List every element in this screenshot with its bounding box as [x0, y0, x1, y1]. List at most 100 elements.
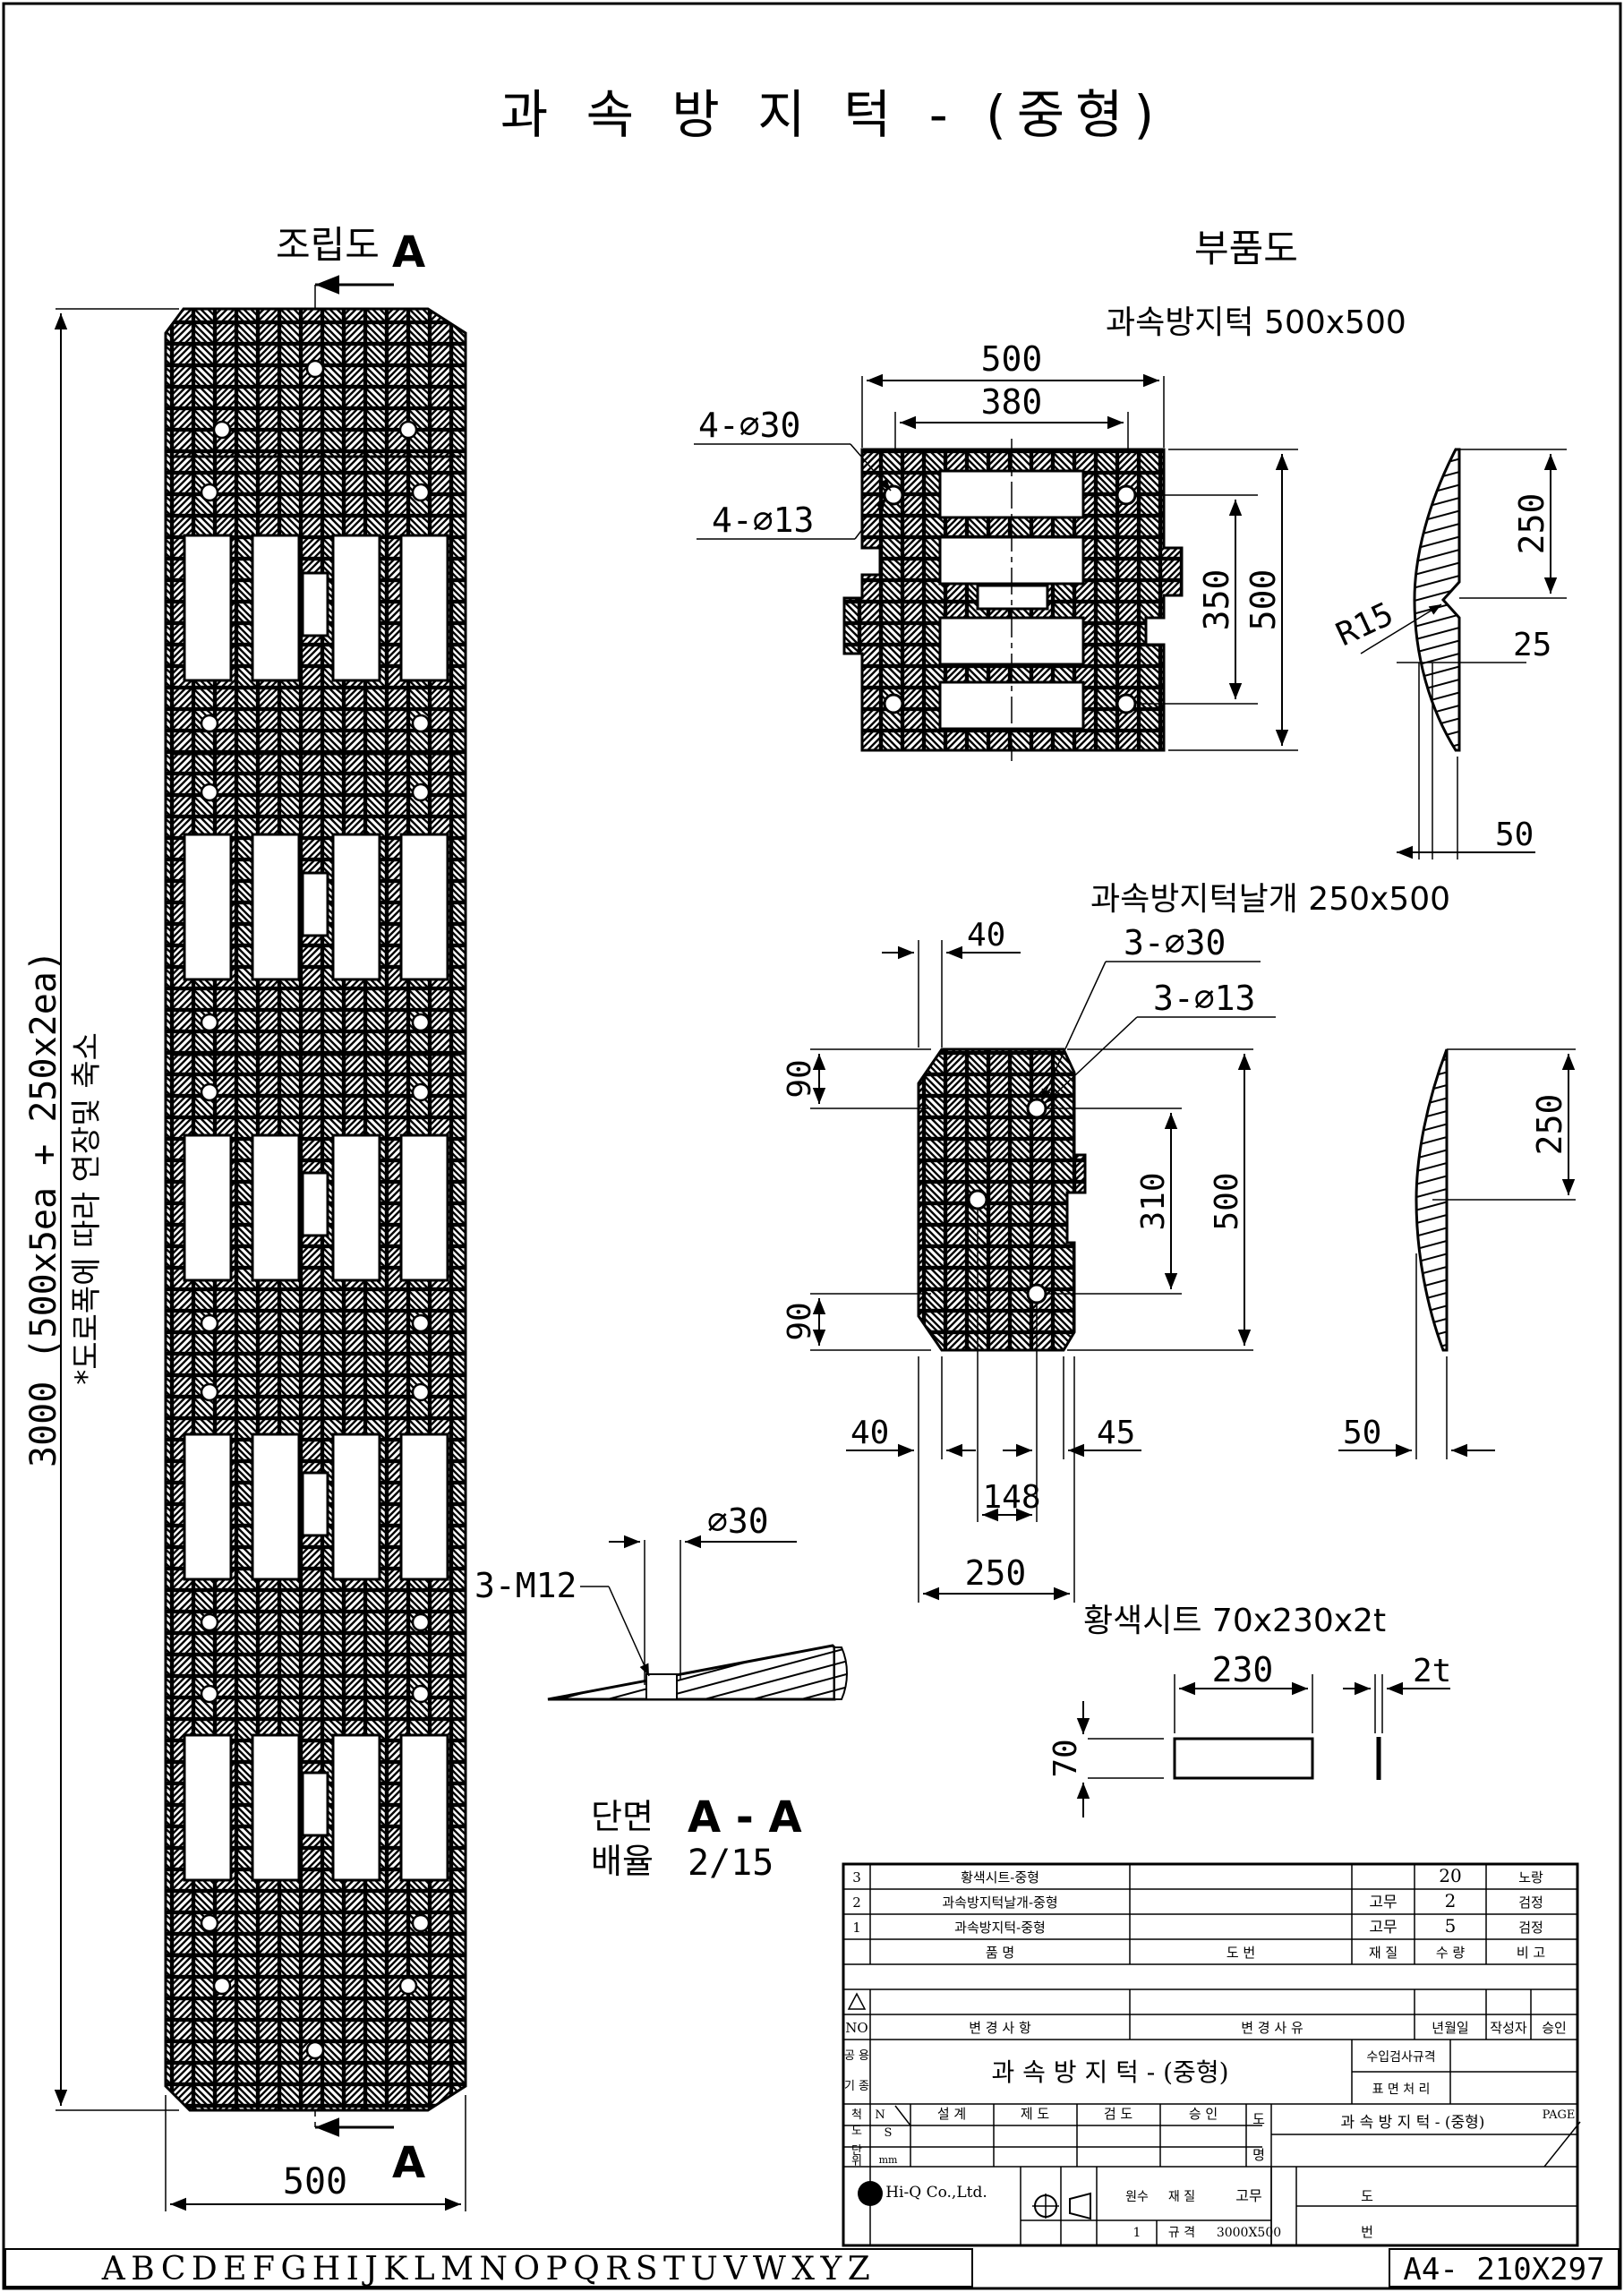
bom-row-qty: 20 [1439, 1865, 1461, 1886]
section-label: 단면 [591, 1797, 654, 1836]
bom-row-remark: 노랑 [1518, 1869, 1543, 1886]
part2-hole-30: 3-∅30 [1124, 923, 1226, 962]
material-label: 재 질 [1168, 2190, 1195, 2204]
part1-dim-500-top: 500 [981, 339, 1043, 379]
bom-row-material: 고무 [1369, 1894, 1397, 1911]
sign-design: 설 계 [937, 2106, 966, 2122]
part2-dim-40-bottom: 40 [850, 1415, 889, 1451]
part1-dim-25: 25 [1513, 627, 1551, 663]
extension-note: *도로폭에 따라 연장및 축소 [69, 1032, 105, 1385]
inspection-label: 수입검사규격 [1366, 2050, 1435, 2065]
scale-cell-1: 척 [851, 2108, 862, 2122]
original-qty: 1 [1133, 2226, 1141, 2240]
part2-name: 과속방지턱날개 250x500 [1090, 881, 1450, 918]
part1-hole-13: 4-∅13 [712, 500, 814, 540]
north-south-n: N [875, 2108, 885, 2122]
spec-value: 3000X500 [1217, 2226, 1281, 2240]
part2-dim-45: 45 [1097, 1415, 1135, 1451]
section-mark-top: A [392, 227, 425, 278]
part2-dim-250: 250 [965, 1553, 1027, 1593]
sheet-size: A4- 210X297 [1403, 2252, 1604, 2288]
width-dim: 500 [283, 2161, 347, 2202]
common-label-1: 공 용 [844, 2049, 869, 2063]
part3-dim-70: 70 [1047, 1739, 1084, 1777]
assembly-label: 조립도 [276, 223, 380, 267]
north-south-s: S [885, 2126, 893, 2140]
bom-row-name: 과속방지턱-중형 [954, 1920, 1046, 1936]
company-name: Hi-Q Co.,Ltd. [885, 2184, 987, 2202]
bom-row-remark: 검정 [1518, 1894, 1543, 1911]
part2-dim-310: 310 [1135, 1172, 1172, 1230]
part1-dim-500-side: 500 [1244, 569, 1283, 631]
section-name: A - A [688, 1792, 802, 1843]
sign-draft: 제 도 [1021, 2106, 1050, 2122]
rev-header-reason: 변 경 사 유 [1241, 2020, 1303, 2036]
part2-dim-40-top: 40 [967, 917, 1005, 954]
page-label: PAGE [1543, 2108, 1576, 2122]
rev-header-no: NO [845, 2020, 868, 2036]
drawing-name-label-2: 명 [1252, 2147, 1265, 2163]
bom-row-qty: 5 [1445, 1915, 1457, 1937]
bom-header-qty: 수 량 [1436, 1945, 1466, 1961]
bom-header-name: 품 명 [986, 1945, 1014, 1961]
bom-header-drawing-no: 도 번 [1227, 1945, 1255, 1961]
bom-row-remark: 검정 [1518, 1920, 1543, 1936]
title-block [842, 1862, 1581, 2247]
part2-dim-148: 148 [982, 1479, 1040, 1516]
part1-dim-350: 350 [1197, 569, 1236, 631]
drawing-title: 과 속 방 지 턱 - (중형) [500, 84, 1165, 145]
part3-view: 황색시트 70x230x2t 230 70 2t [1047, 1603, 1451, 1817]
part1-view: 과속방지턱 500x500 500 380 4-∅30 4-∅13 [694, 304, 1567, 860]
drawing-no-label-1: 도 [1361, 2188, 1373, 2204]
assembly-view: 조립도 A [23, 223, 467, 2211]
common-label-2: 기 종 [844, 2080, 869, 2093]
part1-hole-30: 4-∅30 [698, 406, 800, 445]
part1-dim-r15: R15 [1330, 596, 1398, 654]
part1-dim-50: 50 [1495, 817, 1534, 853]
bom-row-qty: 2 [1445, 1890, 1457, 1911]
drawing-no-label-2: 번 [1361, 2224, 1373, 2240]
section-mark-bottom: A [392, 2138, 425, 2188]
parts-label: 부품도 [1194, 227, 1298, 270]
part1-name: 과속방지턱 500x500 [1106, 304, 1406, 341]
part2-side-dim-250: 250 [1530, 1094, 1569, 1156]
drawing-name-label-1: 도 [1252, 2111, 1265, 2127]
bom-row-no: 2 [852, 1894, 861, 1911]
part2-hole-13: 3-∅13 [1153, 979, 1255, 1018]
overall-length-dim: 3000 (500x5ea + 250x2ea) [23, 950, 64, 1467]
unit-cell-1: 단 [851, 2144, 862, 2158]
sign-check: 검 도 [1104, 2106, 1133, 2122]
rev-header-author: 작성자 [1490, 2020, 1527, 2036]
part3-dim-230: 230 [1212, 1650, 1274, 1689]
unit-cell-2: 위 [851, 2155, 862, 2168]
part2-dim-500: 500 [1209, 1172, 1245, 1230]
product-title: 과 속 방 지 턱 - (중형) [991, 2057, 1228, 2087]
bom-row-material: 고무 [1369, 1919, 1397, 1937]
bom-row-no: 1 [852, 1920, 861, 1936]
part3-dim-2t: 2t [1413, 1653, 1451, 1689]
part2-side-dim-50: 50 [1343, 1415, 1381, 1451]
part2-dim-90-bottom: 90 [782, 1302, 818, 1340]
bom-table: 3 황색시트-중형 20 노랑 2 과속방지턱날개-중형 고무 2 검정 1 과… [844, 1865, 1575, 2240]
bom-header-material: 재 질 [1369, 1945, 1397, 1961]
bom-row-name: 과속방지턱날개-중형 [942, 1894, 1057, 1911]
rev-header-date: 년월일 [1432, 2020, 1468, 2036]
rev-header-approve: 승인 [1542, 2020, 1567, 2036]
scale-label: 배율 [591, 1842, 654, 1881]
part2-dim-90-top: 90 [782, 1059, 818, 1098]
scale-value: 2/15 [688, 1843, 774, 1884]
rev-header-item: 변 경 사 항 [969, 2020, 1031, 2036]
spec-label: 규 격 [1168, 2226, 1195, 2240]
sign-approve: 승 인 [1189, 2106, 1218, 2122]
original-qty-label: 원수 [1125, 2190, 1149, 2204]
section-bolt-label: 3-M12 [474, 1566, 577, 1605]
unit-value: mm [879, 2154, 898, 2166]
bom-row-name: 황색시트-중형 [961, 1869, 1039, 1886]
drawing-name: 과 속 방 지 턱 - (중형) [1341, 2114, 1485, 2132]
part3-name: 황색시트 70x230x2t [1083, 1603, 1386, 1639]
material-value: 고무 [1235, 2187, 1261, 2204]
bom-header-remark: 비 고 [1517, 1945, 1545, 1961]
section-view: ∅30 3-M12 단면 A - A 배율 2/15 [474, 1501, 848, 1884]
